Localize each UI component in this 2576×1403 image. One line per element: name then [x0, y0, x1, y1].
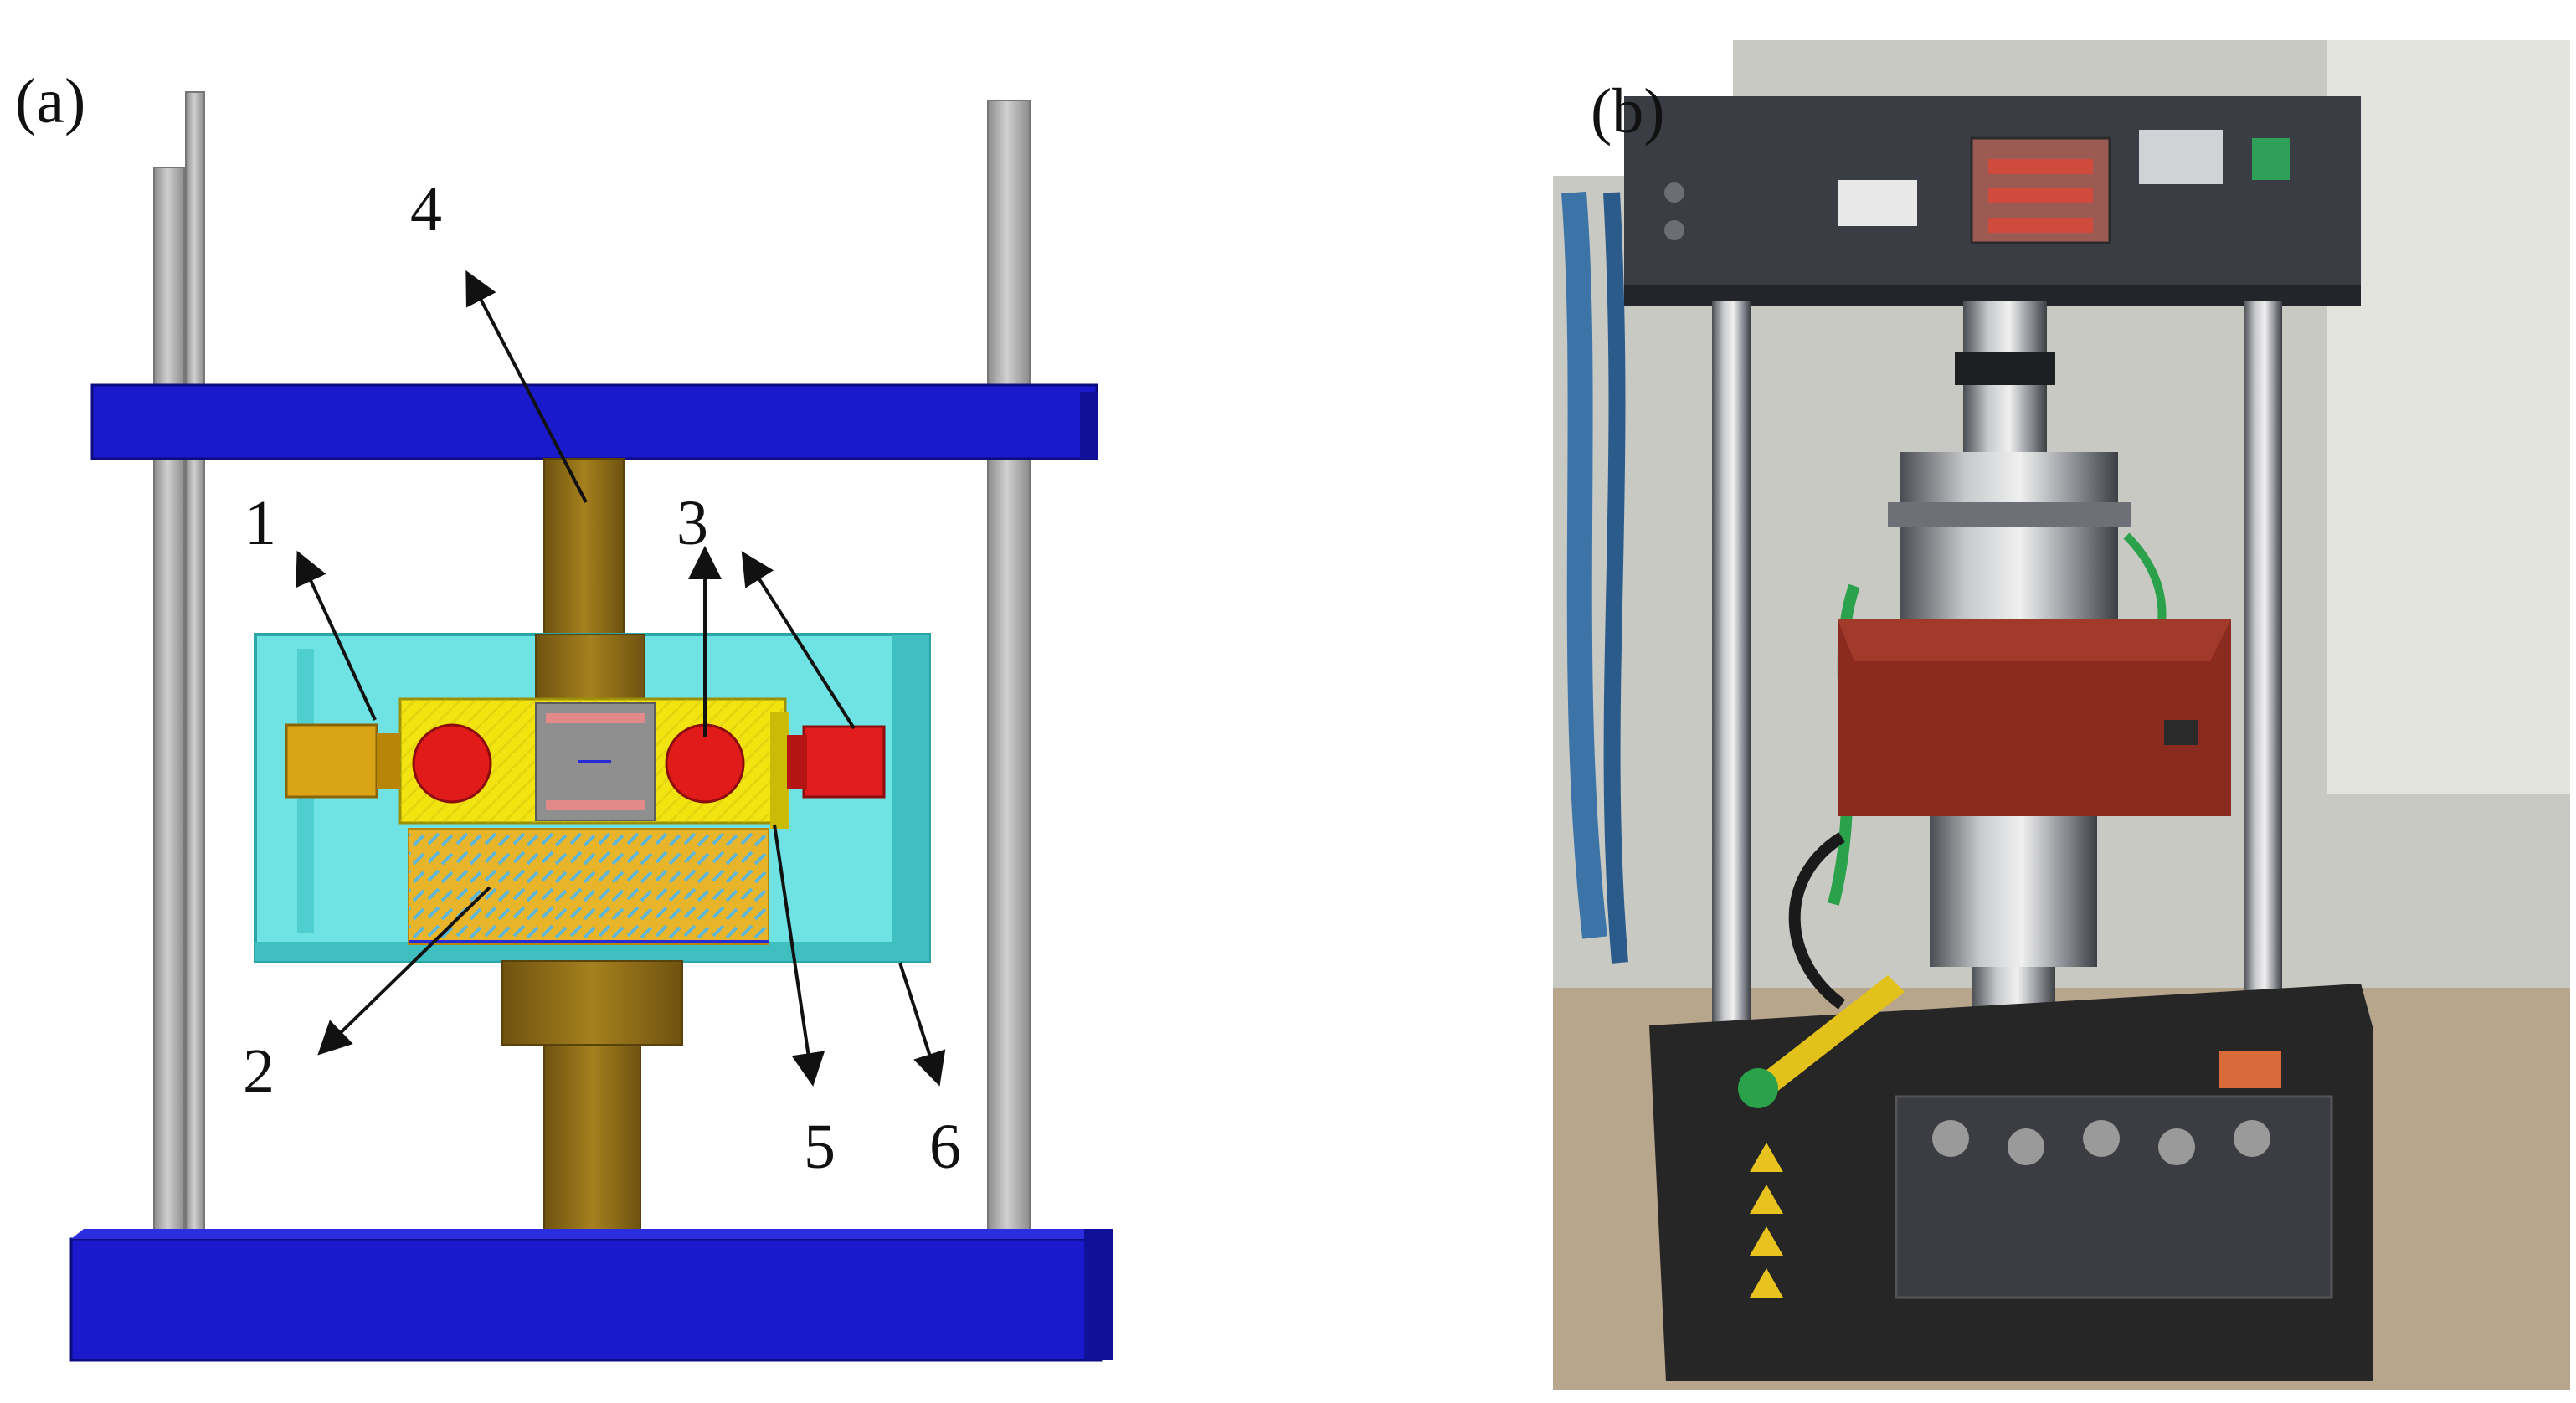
lower-piston-rod: [543, 1044, 641, 1240]
photo-upper-actuator: [1900, 452, 2118, 632]
callout-6: 6: [929, 1112, 961, 1182]
callout-arrow-2: [317, 886, 491, 1056]
photo-left-column: [1712, 301, 1751, 1038]
callout-4: 4: [410, 174, 442, 244]
callout-arrow-1: [296, 550, 377, 721]
photo-right-column: [2244, 301, 2282, 1038]
callout-arrow-5: [773, 824, 825, 1087]
left-outer-column: [185, 91, 205, 1240]
callout-5: 5: [804, 1112, 836, 1182]
panel-label-b: (b): [1591, 76, 1665, 146]
callout-arrow-4: [465, 270, 588, 503]
photo-specimen-box: [1838, 619, 2231, 816]
photo-machine-base: [1649, 984, 2373, 1381]
callout-3: 3: [676, 488, 708, 558]
mesh-sample: [408, 828, 769, 945]
callout-arrow-3b: [741, 551, 856, 730]
left-inner-column: [153, 167, 185, 1240]
right-column: [987, 100, 1031, 1240]
top-crosshead-plate: [90, 383, 1098, 460]
left-actuator: [285, 723, 400, 799]
lower-piston-wide: [501, 960, 683, 1046]
panel-label-a: (a): [15, 66, 86, 136]
upper-piston: [543, 458, 625, 640]
callout-1: 1: [244, 488, 276, 558]
base-plate: [69, 1229, 1113, 1362]
left-sphere: [412, 723, 492, 804]
panel-b-photo: [1553, 40, 2570, 1390]
callout-arrow-6: [898, 962, 946, 1087]
right-actuator: [787, 725, 886, 799]
callout-2: 2: [243, 1036, 275, 1107]
panel-a-schematic: 1 2 3 4 5 6: [69, 91, 1113, 1362]
photo-lower-actuator: [1930, 816, 2097, 967]
